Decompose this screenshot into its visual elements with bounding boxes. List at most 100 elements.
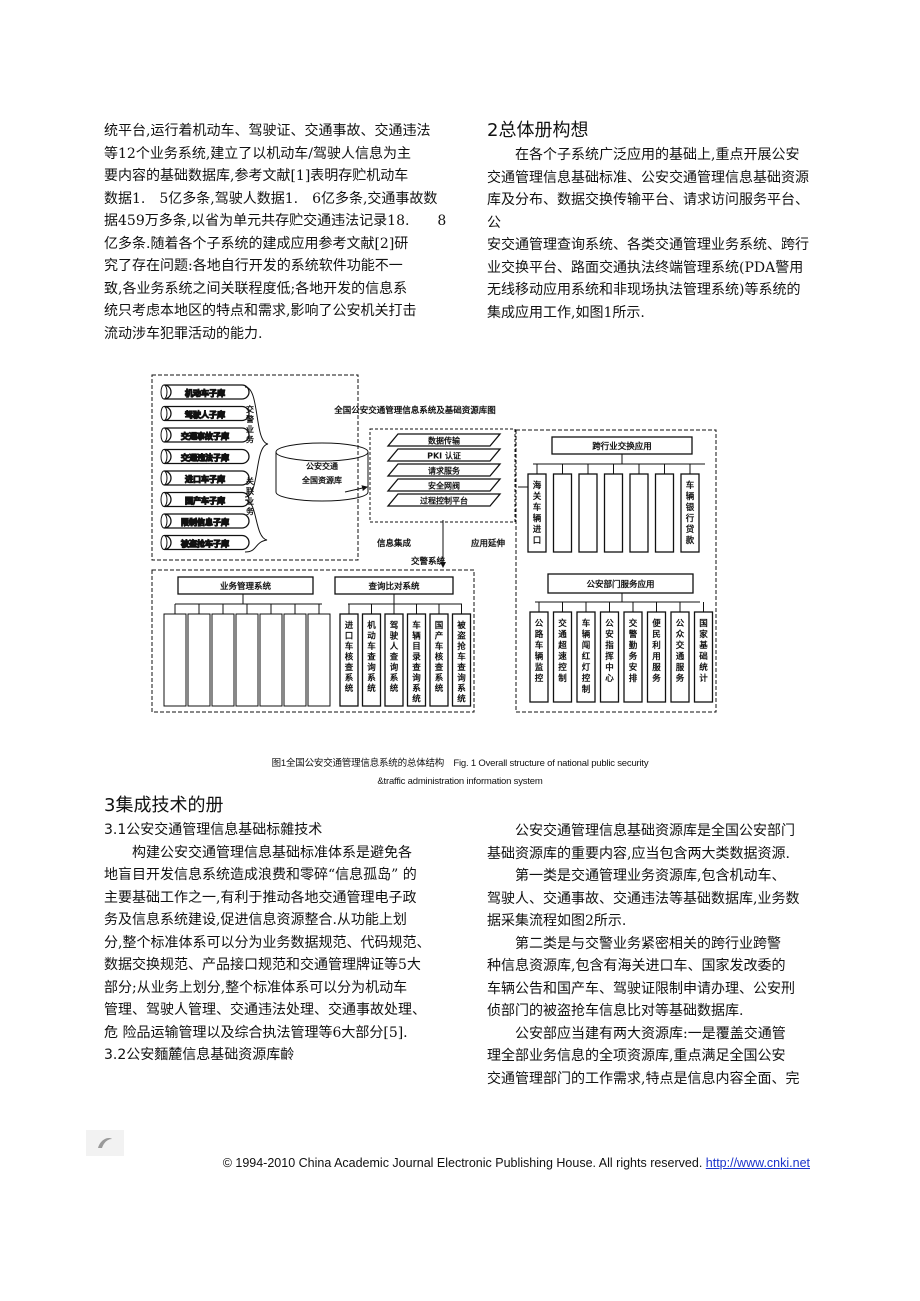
label-guanlian-vertical: 关联业务 (246, 476, 255, 516)
cnki-link[interactable]: http://www.cnki.net (705, 1156, 810, 1170)
text-line: 据459万多条,以省为单元共存贮交通违法记录18. 8 (104, 213, 447, 229)
platform-layer-label: 请求服务 (428, 466, 461, 476)
text-line: 公安交通管理信息基础资源库是全国公安部门 (515, 823, 795, 839)
query-system-label: 车辆目录查询系统 (411, 620, 421, 705)
label-jingye-vertical: 交警业务 (245, 404, 255, 444)
police-service-label: 车辆闯红灯控制 (582, 618, 591, 695)
national-db-line-2: 全国资源库 (301, 475, 342, 485)
police-service-item: 便民利用服务 (646, 602, 667, 703)
query-system-label: 机动车查询系统 (366, 620, 376, 694)
sub-database: 进口车子库 (160, 470, 250, 486)
business-system-column (259, 604, 283, 707)
cross-industry-header: 跨行业交换应用 (551, 436, 693, 455)
left-column-top: 统平台,运行着机动车、驾驶证、交通事故、交通违法 等12个业务系统,建立了以机动… (104, 120, 446, 345)
text-line: 致,各业务系统之间关联程度低;各地开发的信息系 (104, 280, 408, 297)
database-group-box (151, 374, 359, 561)
sub-database-label: 交通事故子库 (181, 431, 229, 441)
platform-layer-label: PKI 认证 (427, 451, 461, 461)
query-system-label: 被盗抢车查询系统 (456, 620, 466, 705)
figure-caption-line-2: &traffic administration information syst… (377, 776, 543, 787)
police-dept-header-label: 公安部门服务应用 (586, 579, 654, 590)
text-line: 部分;从业务上划分,整个标准体系可以分为机动车 (104, 979, 408, 996)
cross-industry-item (654, 464, 675, 553)
police-service-item: 公路车辆监控 (529, 602, 549, 703)
query-system-item: 驾驶人查询系统 (384, 604, 404, 707)
text-line: 数据交换规范、产品接口规范和交通管理牌证等5大 (104, 957, 421, 973)
subsection-heading-3-2: 3.2公安麵麓信息基础资源库齡 (104, 1047, 295, 1063)
police-service-label: 交通超速控制 (557, 618, 567, 684)
sub-database: 限制信息子库 (160, 513, 250, 529)
platform-layer: 安全网阀 (386, 478, 502, 492)
text-line: 流动涉车犯罪活动的能力. (104, 325, 263, 342)
platform-layer: 请求服务 (386, 463, 502, 477)
text-line: 业交换平台、路面交通执法终端管理系统(PDA警用 (487, 259, 804, 276)
police-service-item: 国家基础统计 (693, 602, 714, 703)
police-service-label: 公安指挥中心 (605, 619, 614, 684)
national-db-line-1: 公安交通 (306, 461, 338, 471)
subsection-heading-3-1: 3.1公安交通管理信息基础标雜技术 (104, 822, 323, 838)
sub-database-label: 被盗抢车子库 (181, 539, 229, 549)
text-line: 第二类是与交警业务紧密相关的跨行业跨警 (515, 935, 781, 952)
text-line: 集成应用工作,如图1所示. (487, 304, 645, 321)
text-line: 究了存在问题:各地自行开发的系统软件功能不一 (104, 258, 403, 274)
copyright-footer: © 1994-2010 China Academic Journal Elect… (223, 1156, 810, 1170)
query-system-item: 被盗抢车查询系统 (451, 604, 472, 707)
sub-database-label: 交通违法子库 (181, 453, 229, 463)
text-line: 基础资源库的重要内容,应当包含两大类数据资源. (487, 845, 790, 862)
police-service-label: 便民利用服务 (651, 618, 661, 684)
text-line: 第一类是交通管理业务资源库,包含机动车、 (515, 868, 786, 884)
business-system-column (307, 604, 331, 707)
text-line: 主要基础工作之一,有利于推动各地交通管理电子政 (104, 889, 417, 906)
copyright-text: © 1994-2010 China Academic Journal Elect… (222, 1156, 703, 1170)
police-service-item: 车辆闯红灯控制 (576, 602, 596, 703)
platform-layer: 数据传输 (386, 433, 502, 447)
text-line: 侦部门的被盗抢车信息比对等基础数据库. (487, 1003, 744, 1019)
sub-database-label: 国产车子库 (185, 496, 225, 506)
text-line: 危 险品运输管理以及综合执法管理等6大部分[5]. (104, 1024, 408, 1041)
police-dept-header: 公安部门服务应用 (547, 573, 694, 594)
police-system-box (151, 569, 475, 713)
text-line: 数据1. 5亿多条,驾驶人数据1. 6亿多条,交通事故数 (104, 190, 438, 207)
police-service-label: 交警勤务安排 (629, 618, 638, 684)
query-system-item: 车辆目录查询系统 (406, 604, 427, 707)
business-system-column (211, 604, 235, 707)
sub-database-label: 驾驶人子库 (184, 410, 225, 420)
police-service-item: 公安指挥中心 (599, 602, 620, 703)
figure-title: 全国公安交通管理信息系统及基础资源库图 (333, 405, 496, 416)
text-line: 管理、驾驶人管理、交通违法处理、交通事故处理、 (104, 1002, 426, 1018)
text-line: 车辆公告和国产车、驾驶证限制申请办理、公安刑 (487, 980, 795, 997)
external-apps-box (515, 429, 717, 713)
police-service-label: 国家基础统计 (698, 618, 708, 684)
cross-industry-item: 车辆银行贷款 (680, 464, 700, 553)
text-line: 据采集流程如图2所示. (487, 913, 627, 929)
platform-layer-label: 数据传输 (428, 436, 461, 446)
cross-industry-item (552, 464, 573, 553)
platform-layer: PKI 认证 (386, 448, 502, 462)
text-line: 在各个子系统广泛应用的基础上,重点开展公安 (515, 147, 800, 163)
platform-layer-label: 过程控制平台 (420, 496, 468, 506)
query-system-label: 进口车核查系统 (344, 620, 354, 694)
query-system-label: 国产车核查系统 (434, 620, 444, 694)
right-column-bottom: 公安交通管理信息基础资源库是全国公安部门 基础资源库的重要内容,应当包含两大类数… (487, 820, 799, 1090)
section-heading-3: 3集成技术的册 (104, 795, 224, 816)
sub-database: 交通违法子库 (160, 448, 250, 465)
text-line: 亿多条.随着各个子系统的建成应用参考文献[2]研 (104, 235, 409, 252)
text-line: 公 (487, 214, 501, 231)
business-system-column (283, 604, 307, 707)
label-app-extension: 应用延伸 (471, 538, 506, 549)
left-column-bottom: 3集成技术的册 3.1公安交通管理信息基础标雜技术 构建公安交通管理信息基础标准… (104, 793, 430, 1067)
query-compare-header: 查询比对系统 (334, 576, 454, 595)
business-system-column (163, 604, 187, 707)
query-system-item: 国产车核查系统 (429, 604, 449, 707)
sub-database: 机动车子库 (160, 384, 250, 400)
cross-industry-item (629, 464, 649, 553)
text-line: 安交通管理查询系统、各类交通管理业务系统、跨行 (487, 237, 809, 253)
business-system-column (235, 604, 259, 707)
cross-industry-header-label: 跨行业交换应用 (592, 441, 652, 452)
text-line: 库及分布、数据交换传输平台、请求访问服务平台、 (487, 192, 809, 208)
figure-1-diagram: 机动车子库驾驶人子库交通事故子库交通违法子库进口车子库国产车子库限制信息子库被盗… (151, 374, 717, 713)
sub-database: 被盗抢车子库 (160, 534, 250, 551)
text-line: 要内容的基础数据库,参考文献[1]表明存贮机动车 (104, 168, 409, 184)
business-mgmt-header-label: 业务管理系统 (220, 581, 272, 592)
platform-layer: 过程控制平台 (386, 493, 502, 507)
